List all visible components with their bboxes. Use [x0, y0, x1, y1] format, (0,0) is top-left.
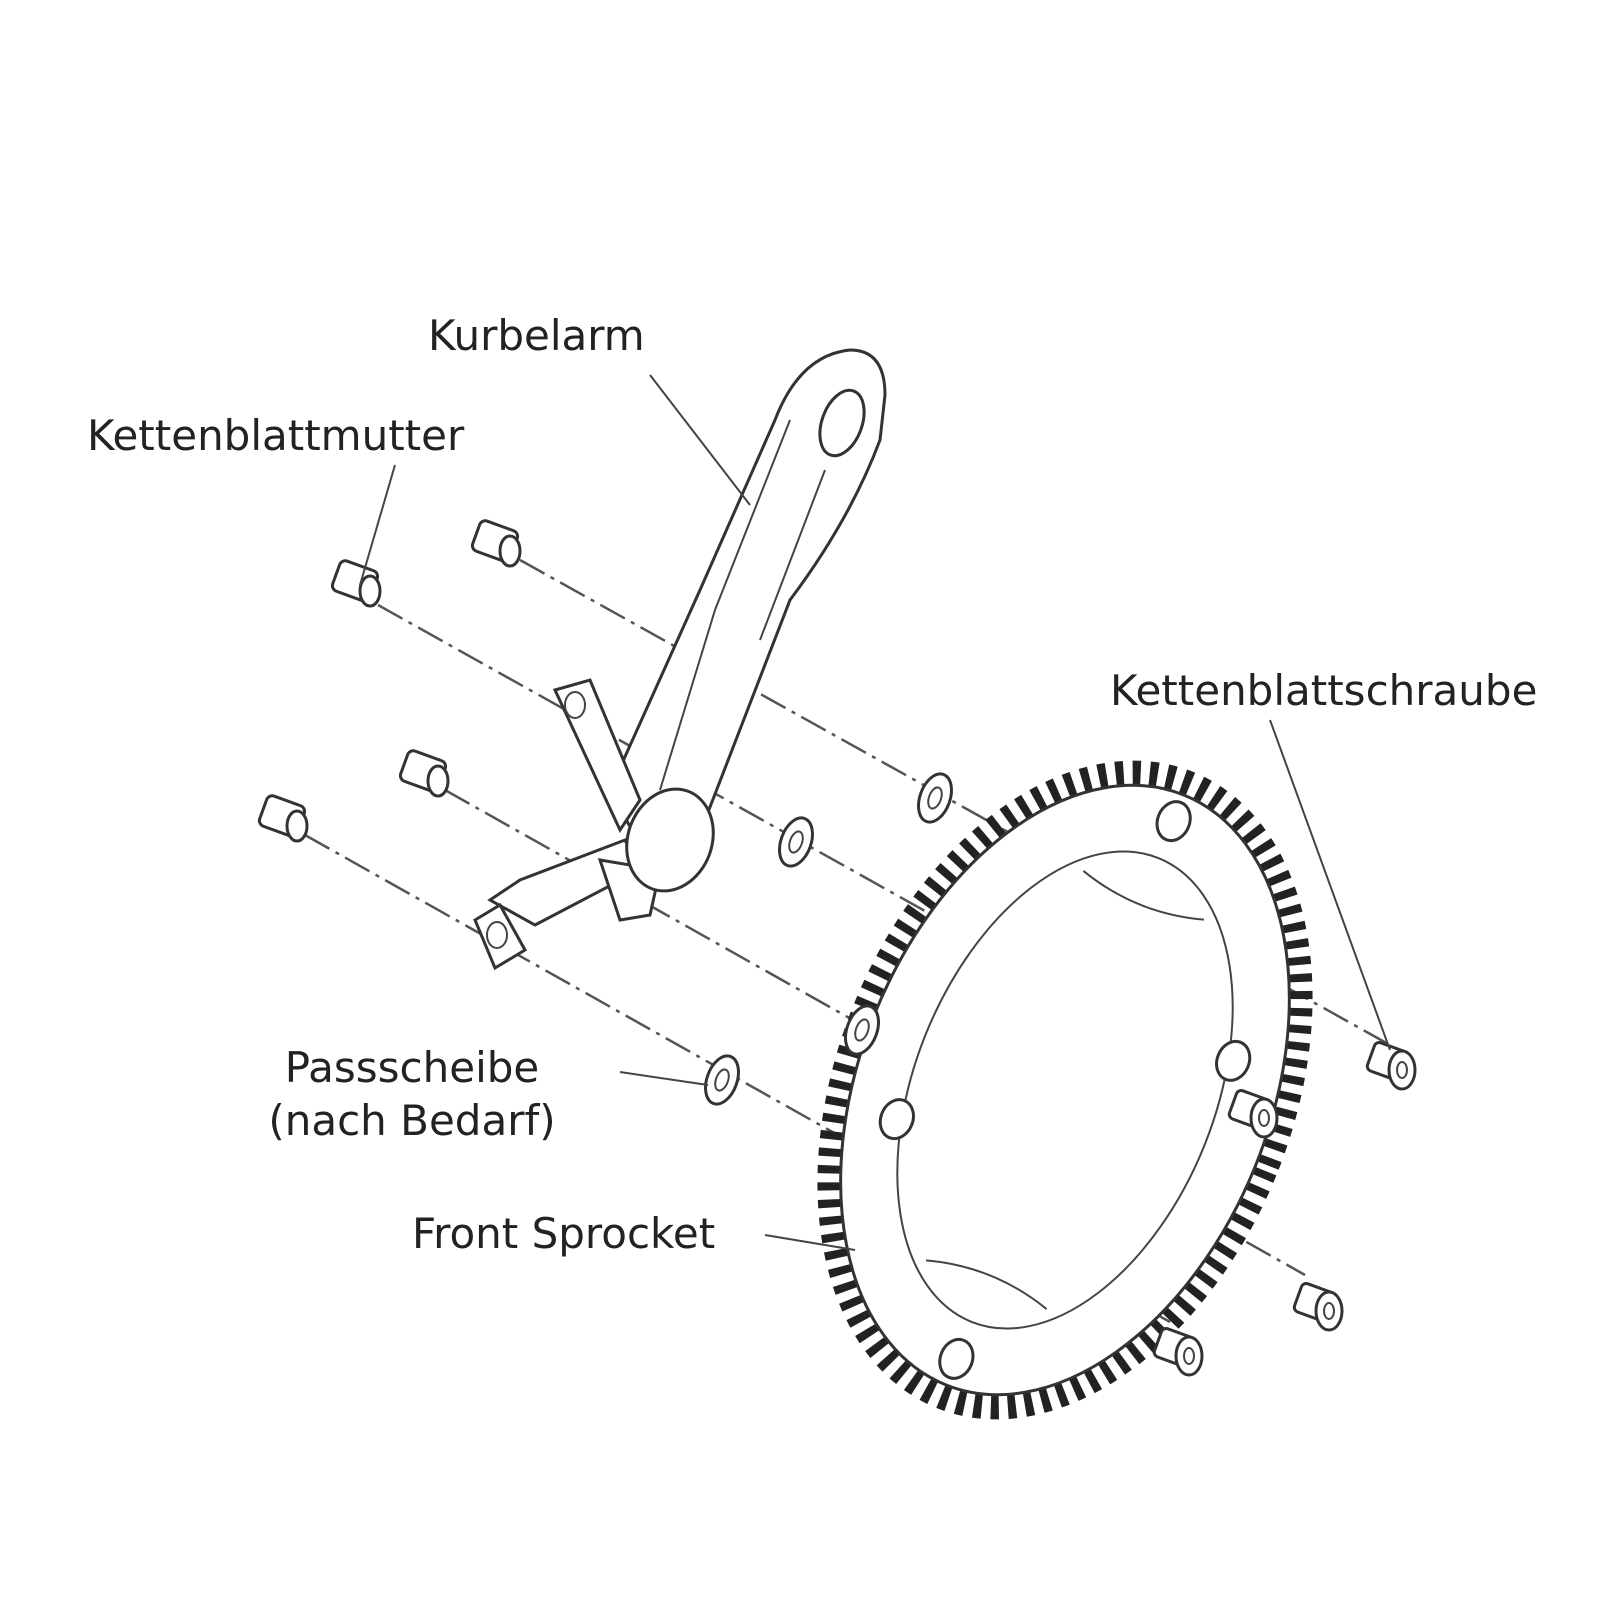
- shim-1: [917, 772, 953, 824]
- sprocket-hole-1: [1155, 800, 1192, 843]
- chainring-bolt-3: [1292, 1281, 1344, 1332]
- crank-arm: [473, 348, 887, 971]
- label-chainring-nut: Kettenblattmutter: [87, 411, 465, 460]
- chainring-bolt-2: [1227, 1088, 1279, 1139]
- front-sprocket: [817, 760, 1313, 1420]
- sprocket-teeth-outline: [817, 760, 1313, 1420]
- sprocket-hole-2: [1215, 1039, 1252, 1082]
- sprocket-hole-4: [878, 1098, 915, 1141]
- chainring-nut-3: [398, 749, 450, 798]
- chainring-nut-4: [257, 794, 309, 843]
- label-crank-arm: Kurbelarm: [428, 311, 645, 360]
- chainring-nut-1: [470, 519, 522, 568]
- chainring-bolt-1: [1365, 1040, 1417, 1091]
- crank-hub: [625, 787, 715, 893]
- shim-2: [778, 816, 814, 868]
- label-shim-line1: Passscheibe: [284, 1043, 540, 1092]
- leader-lines: [359, 374, 1391, 1251]
- chainring-nut-2: [330, 559, 382, 608]
- label-shim: Passscheibe (nach Bedarf): [262, 1042, 562, 1147]
- label-shim-line2: (nach Bedarf): [268, 1095, 556, 1145]
- label-chainring-bolt: Kettenblattschraube: [1110, 666, 1538, 715]
- sprocket-hole-3: [938, 1337, 975, 1380]
- shim-4: [704, 1054, 740, 1106]
- sprocket-inner-cutout: [896, 850, 1234, 1330]
- label-front-sprocket: Front Sprocket: [412, 1209, 716, 1258]
- pedal-eye: [818, 388, 866, 458]
- shim-3: [844, 1004, 880, 1056]
- chainring-bolt-4: [1152, 1326, 1204, 1377]
